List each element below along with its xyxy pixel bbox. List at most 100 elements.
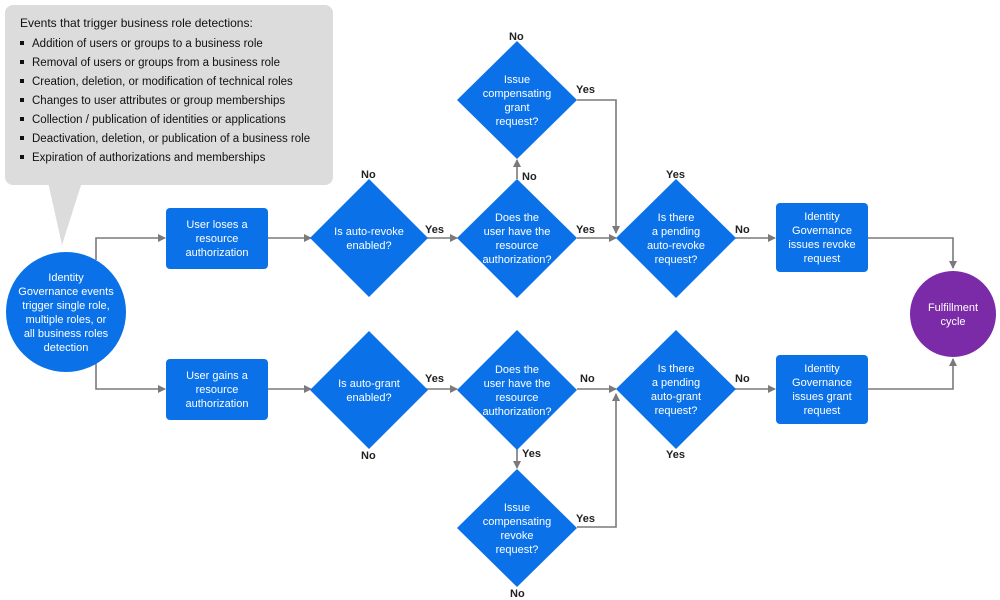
node-text-line: grant [504,102,529,114]
edge-issue-grant-to-fulfillment [868,358,957,390]
node-text-line: user have the [484,226,551,238]
label-compgrant-no: No [509,31,524,43]
node-text-line: user have the [484,378,551,390]
bullet-icon [20,117,24,121]
node-text-line: User loses a [186,219,248,231]
node-text-line: resource [196,233,239,245]
edges [95,99,957,528]
node-text-line: cycle [940,316,965,328]
node-text-line: a pending [652,226,700,238]
bullet-icon [20,98,24,102]
edge-issue-revoke-to-fulfillment [868,237,957,269]
node-text-line: Is there [658,363,695,375]
pending-revoke-diamond: Is there a pending auto-revoke request? [616,179,736,298]
node-text-line: Fulfillment [928,302,978,314]
edge-start-to-loses [95,234,166,260]
callout-item: Changes to user attributes or group memb… [32,95,285,107]
callout-item: Expiration of authorizations and members… [32,152,266,164]
node-text-line: issues revoke [788,239,855,251]
bullet-icon [20,41,24,45]
compensating-grant-diamond: Issue compensating grant request? [457,41,577,159]
pending-revoke-text: Is there a pending auto-revoke request? [647,212,705,266]
node-text-line: Is there [658,212,695,224]
node-text-line: multiple roles, or [26,314,107,326]
auto-revoke-text: Is auto-revoke enabled? [334,226,404,252]
node-text-line: resource [196,384,239,396]
node-text-line: enabled? [346,392,391,404]
node-text-line: Identity [804,211,840,223]
node-text-line: detection [44,342,89,354]
node-text-line: authorization [186,398,249,410]
node-text-line: Does the [495,364,539,376]
user-loses-text: User loses a resource authorization [186,219,249,259]
compensating-grant-text: Issue compensating grant request? [483,74,552,128]
node-text-line: request? [655,254,698,266]
label-havebottom-no: No [580,373,595,385]
label-havebottom-yes: Yes [522,448,541,460]
node-text-line: auto-grant [651,391,701,403]
user-loses-box: User loses a resource authorization [166,208,268,269]
fulfillment-text: Fulfillment cycle [928,302,978,328]
callout-item: Deactivation, deletion, or publication o… [32,133,310,145]
edge-start-to-gains [95,362,166,393]
node-text-line: Identity [804,363,840,375]
node-text-line: auto-revoke [647,240,705,252]
label-autorevoke-no: No [361,169,376,181]
callout-item: Collection / publication of identities o… [32,114,286,126]
node-text-line: Is auto-grant [338,378,400,390]
label-comprevoke-yes: Yes [576,513,595,525]
callout-list: Addition of users or groups to a busines… [20,38,310,164]
label-havetop-yes: Yes [576,224,595,236]
compensating-revoke-diamond: Issue compensating revoke request? [457,469,577,587]
node-text-line: Is auto-revoke [334,226,404,238]
label-pendinggrant-no: No [735,373,750,385]
callout-item: Addition of users or groups to a busines… [32,38,263,50]
node-text-line: enabled? [346,240,391,252]
node-text-line: resource [496,392,539,404]
compensating-revoke-text: Issue compensating revoke request? [483,502,552,556]
edge-comp-revoke-yes [577,393,620,528]
auto-grant-text: Is auto-grant enabled? [338,378,400,404]
branch-labels: No Yes Yes No No Yes No Yes No Yes Yes N… [361,31,750,600]
events-callout: Events that trigger business role detect… [5,5,333,245]
node-text-line: Issue [504,74,530,86]
node-text-line: Identity [48,272,84,284]
node-text-line: request? [496,544,539,556]
bullet-icon [20,60,24,64]
node-text-line: all business roles [24,328,109,340]
node-text-line: request? [496,116,539,128]
callout-title: Events that trigger business role detect… [20,16,253,30]
node-text-line: resource [496,240,539,252]
node-text-line: Issue [504,502,530,514]
label-autorevoke-yes: Yes [425,224,444,236]
node-text-line: revoke [500,530,533,542]
node-text-line: request [804,253,841,265]
edge-comp-grant-yes [577,99,620,234]
label-pendinggrant-yes: Yes [666,449,685,461]
bullet-icon [20,136,24,140]
node-text-line: User gains a [186,370,249,382]
label-comprevoke-no: No [510,588,525,600]
bullet-icon [20,79,24,83]
label-compgrant-yes: Yes [576,84,595,96]
node-text-line: Governance [792,225,852,237]
callout-item: Creation, deletion, or modification of t… [32,76,293,88]
node-text-line: compensating [483,88,552,100]
node-text-line: authorization [186,247,249,259]
node-text-line: compensating [483,516,552,528]
node-text-line: authorization? [482,254,551,266]
auto-revoke-diamond: Is auto-revoke enabled? [310,179,428,297]
node-text-line: request? [655,405,698,417]
node-text-line: trigger single role, [22,300,109,312]
